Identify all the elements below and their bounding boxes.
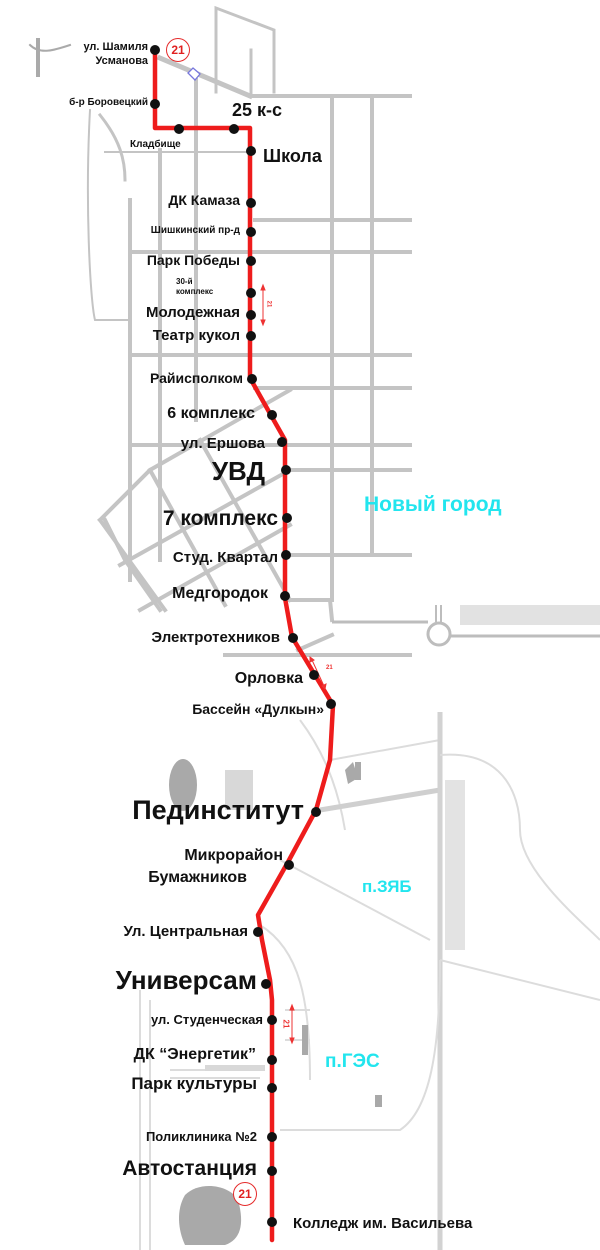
stop-label: Парк Победы — [146, 252, 240, 268]
area-label-new-city: Новый город — [364, 493, 502, 516]
stop-label: Универсам — [115, 965, 257, 995]
stop-label: Ул. Центральная — [123, 923, 248, 940]
roundabout — [332, 605, 600, 647]
stop-label: 25 к-с — [232, 100, 283, 120]
triangle-marker — [187, 67, 201, 81]
area-label-zyab: п.ЗЯБ — [362, 877, 412, 896]
stop-label: 30-й — [176, 277, 193, 286]
direction-marker-label: 21 — [265, 300, 272, 308]
stop-label: Молодежная — [145, 304, 240, 321]
stop-label: б-р Боровецкий — [69, 97, 148, 108]
stop-label: ул. Шамиля — [83, 41, 148, 53]
stop-label: ДК Камаза — [168, 192, 240, 208]
buildings-grid — [205, 770, 265, 1071]
stop-label: Шишкинский пр-д — [150, 225, 240, 236]
stop-label: Усманова — [95, 55, 148, 67]
stop-label: Бассейн «Дулкын» — [192, 701, 324, 717]
stop-label: 7 комплекс — [162, 507, 278, 530]
stop-label: ДК “Энергетик” — [133, 1046, 256, 1063]
direction-marker-label: 21 — [326, 665, 333, 671]
stop-label: комплекс — [176, 287, 214, 296]
stop-label: Пединститут — [132, 795, 304, 825]
route-number-badge-top: 21 — [166, 38, 190, 62]
water-bodies — [169, 759, 382, 1245]
stop-label: ул. Студенческая — [150, 1012, 263, 1027]
stop-label: Медгородок — [172, 585, 268, 602]
stop-label: Школа — [263, 146, 322, 166]
stop-label: Колледж им. Васильева — [293, 1215, 473, 1232]
street-grid-upper — [28, 5, 412, 657]
area-label-ges: п.ГЭС — [325, 1051, 380, 1072]
direction-marker-label: 21 — [281, 1019, 291, 1029]
stop-label: Электротехников — [151, 629, 280, 646]
stop-label: Парк культуры — [131, 1074, 257, 1093]
stop-label: Микрорайон — [184, 847, 283, 864]
stop-label: Театр кукол — [152, 327, 240, 344]
stop-label: Бумажников — [148, 869, 247, 886]
stop-label: Студ. Квартал — [172, 549, 278, 566]
street-grid-lower — [139, 712, 600, 1250]
stop-label: Кладбище — [130, 139, 181, 150]
stop-label: Орловка — [234, 670, 303, 687]
stop-label: 6 комплекс — [167, 405, 255, 422]
stop-label: Поликлиника №2 — [145, 1129, 257, 1144]
route-number-badge-bottom: 21 — [233, 1182, 257, 1206]
stop-label: Райисполком — [149, 370, 243, 386]
stop-dots — [150, 45, 336, 1227]
stop-label: ул. Ершова — [180, 435, 265, 452]
stop-label: Автостанция — [122, 1157, 257, 1180]
stop-label: УВД — [211, 456, 265, 486]
